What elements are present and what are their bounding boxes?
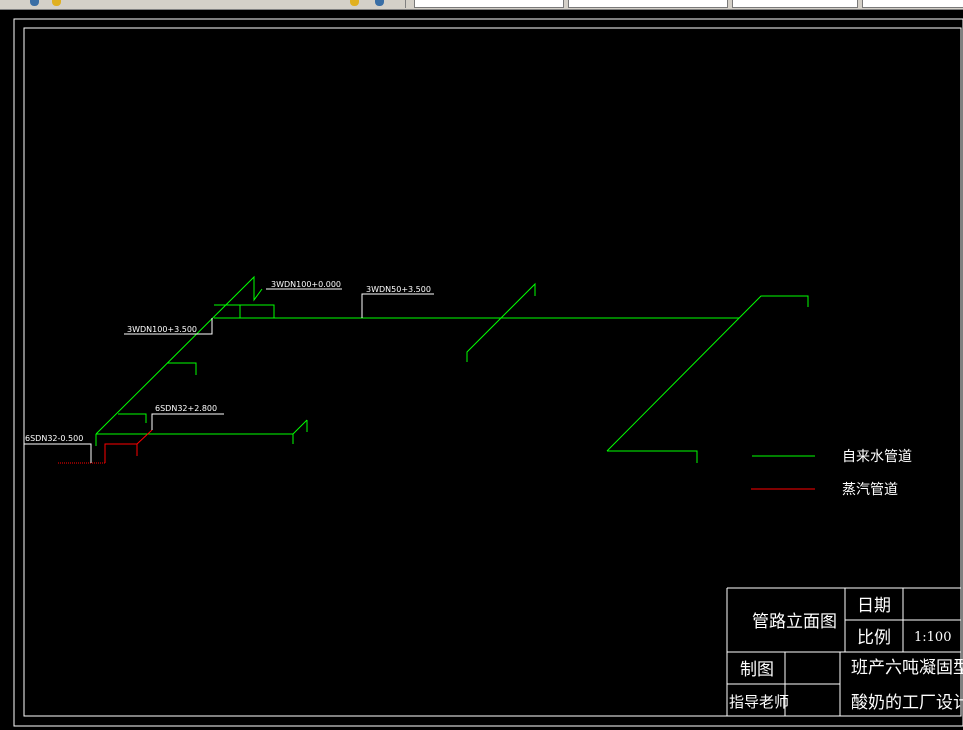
drawing-name: 管路立面图: [752, 612, 837, 632]
scale-label: 比例: [857, 628, 891, 648]
water-pipe-network: [95, 275, 809, 463]
water-pipe-branch-top: [214, 304, 275, 318]
pipe-label-3wdn50-3500: 3WDN50+3.500: [366, 285, 431, 294]
lineweight-dropdown[interactable]: [862, 0, 963, 8]
leader-l3: [124, 318, 213, 335]
layer-icon[interactable]: [30, 0, 39, 6]
steam-pipe-segment: [104, 443, 138, 463]
date-label: 日期: [857, 596, 891, 616]
project-name-line1: 班产六吨凝固型: [851, 658, 963, 678]
color-dropdown[interactable]: [568, 0, 728, 8]
pipe-label-6sdn32-0500: 6SDN32-0.500: [25, 434, 83, 443]
water-pipe-middle-riser: [466, 282, 536, 362]
legend: 自来水管道 蒸汽管道: [751, 449, 912, 498]
water-pipe-right-diagonal: [606, 295, 809, 452]
drawing-canvas[interactable]: 3WDN100+0.000 3WDN50+3.500 3WDN100+3.500…: [0, 10, 963, 730]
water-pipe-lower-run: [96, 433, 294, 444]
steam-pipe-diag: [136, 429, 153, 445]
color-icon[interactable]: [350, 0, 359, 6]
legend-steam-label: 蒸汽管道: [842, 482, 898, 498]
pipe-label-6sdn32-2800: 6SDN32+2.800: [155, 404, 217, 413]
toolbar: [0, 0, 963, 10]
water-pipe-lower-diag: [292, 419, 308, 435]
leader-lines: [24, 288, 434, 463]
toolbar-separator: [405, 0, 406, 8]
layer-state-icon[interactable]: [52, 0, 61, 6]
scale-value: 1:100: [914, 630, 951, 645]
pipe-label-3wdn100-0000: 3WDN100+0.000: [271, 280, 341, 289]
water-pipe-main-diagonal: [95, 275, 263, 435]
leader-l4: [151, 413, 224, 430]
water-pipe-branch-low: [118, 413, 147, 423]
outer-frame: [13, 18, 963, 727]
leader-l5: [24, 443, 92, 463]
pipe-label-3wdn100-3500: 3WDN100+3.500: [127, 325, 197, 334]
layer-dropdown[interactable]: [414, 0, 564, 8]
leader-l2: [361, 293, 434, 318]
legend-water-label: 自来水管道: [842, 449, 912, 465]
project-name-line2: 酸奶的工厂设计: [851, 693, 963, 713]
linetype-dropdown[interactable]: [732, 0, 858, 8]
drawn-by-label: 制图: [740, 660, 774, 680]
advisor-label: 指导老师: [729, 693, 789, 711]
water-pipe-branch-mid: [167, 362, 197, 375]
inner-frame: [23, 27, 962, 717]
title-block: [726, 587, 961, 716]
linetype-icon[interactable]: [375, 0, 384, 6]
water-pipe-right-bottom: [607, 450, 698, 463]
steam-pipe-network: [58, 429, 153, 464]
